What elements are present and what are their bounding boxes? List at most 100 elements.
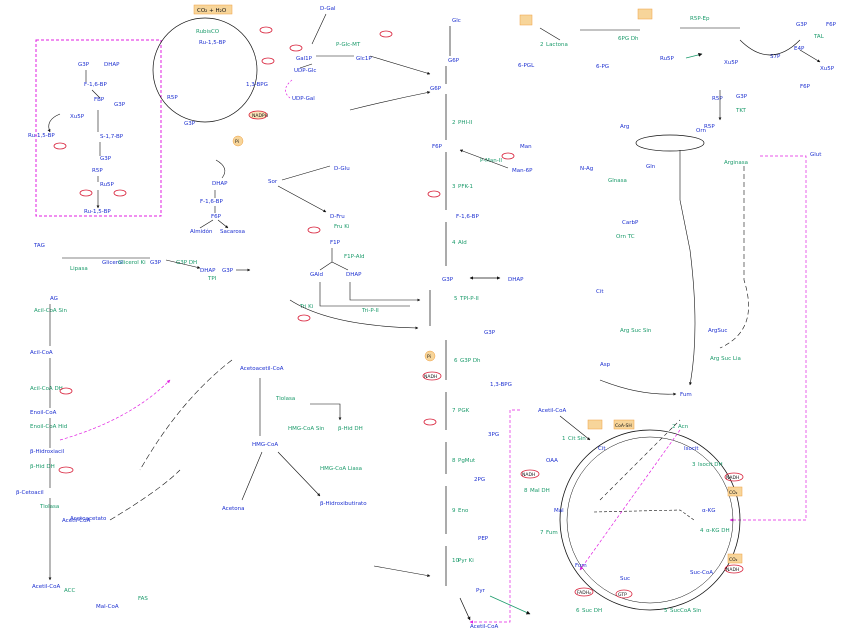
krebs-gtp — [615, 589, 633, 599]
ppp-starch: Almidón — [190, 228, 213, 235]
fa-nadh-1 — [58, 466, 74, 474]
urea-section: Arg Orn Gln Glnasa N-Ag CarbP Orn TC Cit… — [580, 124, 822, 522]
krebs-ring-inner — [566, 436, 734, 604]
krebs-acn: Acn — [678, 424, 689, 430]
oxidative-ppp-section: 2 Lactona 6-PGL 6PG Dh 6-PG Ru5P R5P-Ep … — [518, 8, 837, 130]
ppp-cycle: CO₂ + H₂O RubisCO Ru-1,5-BP R5P G3P 1,3-… — [152, 4, 275, 235]
man-atp — [501, 152, 515, 160]
calvin-r5p: R5P — [92, 168, 103, 174]
krebs-step-8: 8 — [524, 488, 528, 494]
urea-glnasa: Glnasa — [608, 178, 627, 184]
calvin-ru15bp: Ru-1,5-BP — [28, 133, 55, 139]
ket-acac: Acetoacetil-CoA — [240, 366, 284, 372]
krebs-oaa: OAA — [546, 458, 558, 464]
gly-step-9: 9 — [452, 508, 456, 514]
fa-glicerol: Glicerol — [102, 260, 123, 266]
urea-arg: Arg — [620, 124, 629, 130]
urea-argsucsin: Arg Suc Sin — [620, 328, 652, 334]
man-man6p: Man-6P — [512, 168, 533, 174]
urea-arginasa: Arginasa — [724, 160, 748, 166]
gly-nadh — [422, 371, 442, 381]
fru-gald: GAld — [310, 272, 323, 278]
gal-udpgal: UDP-Gal — [292, 96, 315, 102]
fru-atp — [307, 226, 321, 234]
calvin-atp-1 — [53, 142, 67, 150]
fa-gk: Glicerol Ki — [118, 260, 146, 266]
fatty-acid-section: TAG Lipasa Glicerol Glicerol Ki G3P G3P … — [16, 243, 234, 610]
krebs-acetyl: Acetil-CoA — [538, 408, 566, 414]
krebs-step-1: 1 — [562, 436, 566, 442]
fru-dhap: DHAP — [346, 272, 362, 278]
krebs-nadh-1-label: NADH — [726, 475, 739, 481]
ox-r5pep: R5P-Ep — [690, 16, 710, 22]
ketone-section: Acetoacetil-CoA Tiolasa HMG-CoA HMG-CoA … — [70, 359, 367, 522]
ox-6pg: 6-PG — [596, 64, 609, 70]
ox-6pgdh: 6PG Dh — [618, 36, 639, 42]
ppp-sucrose: Sacarosa — [220, 229, 245, 235]
gly-pgk: PGK — [458, 408, 470, 414]
gly-g6p: G6P — [430, 86, 442, 92]
fa-malonil: Mal-CoA — [96, 604, 119, 610]
gly-phi: PHI-II — [458, 120, 473, 126]
fa-acc: ACC — [64, 588, 76, 594]
ox-step-1: 2 — [540, 42, 544, 48]
urea-argsuc: ArgSuc — [708, 328, 727, 334]
calvin-xu5p: Xu5P — [70, 114, 85, 120]
ppp-nadph — [248, 110, 268, 120]
mannose-section: Man Man-6P P-Man-II — [459, 144, 533, 174]
gly-eno: Eno — [458, 508, 469, 514]
fru-f1p: F1P — [330, 240, 341, 246]
ppp-13bpg: 1,3-BPG — [246, 82, 268, 88]
calvin-ru5p: Ru5P — [100, 182, 115, 188]
calvin-g3p-3: G3P — [100, 156, 112, 162]
ox-e4p: E4P — [794, 46, 805, 52]
gal-gal1p: Gal1P — [296, 56, 313, 62]
gly-pi — [424, 350, 436, 362]
gly-tpi: TPI-P-II — [459, 296, 479, 302]
gly-g3p-2: G3P — [484, 330, 496, 336]
ox-co2-box — [637, 8, 653, 20]
gly-step-3: 3 — [452, 184, 456, 190]
krebs-mal: Mal — [554, 508, 564, 514]
fa-enoil-hid: Enoil-CoA Hid — [30, 424, 67, 430]
gly-step-8: 8 — [452, 458, 456, 464]
ppp-atp-1 — [259, 26, 273, 34]
gly-step-5: 5 — [454, 296, 458, 302]
gly-bpg: 1,3-BPG — [490, 382, 512, 388]
krebs-step-4: 4 — [700, 528, 704, 534]
glycolysis-section: Glc G6P G6P 2 PHI-II F6P 3 PFK-1 F-1,6-B… — [422, 18, 524, 630]
calvin-atp-2 — [79, 189, 93, 197]
fructose-section: Sor D-Glu D-Fru Fru Ki F1P F1P-Ald GAld … — [268, 165, 420, 322]
ppp-f6p: F6P — [211, 214, 222, 220]
calvin-cycle-ring — [152, 17, 258, 123]
fa-acetilcoa-2: Acetil-CoA — [32, 584, 60, 590]
krebs-h2o-box — [587, 419, 603, 430]
krebs-co2-1-label: CO₂ — [729, 490, 738, 496]
ox-nadp-box — [519, 14, 533, 26]
fa-enoilcoa: Enoil-CoA — [30, 410, 57, 416]
krebs-succoa: Suc-CoA — [690, 570, 713, 576]
krebs-akgdh: α-KG DH — [706, 528, 730, 534]
krebs-step-2: 2 — [672, 424, 676, 430]
fa-ag: AG — [50, 296, 58, 302]
urea-argsuclia: Arg Suc Lia — [710, 356, 741, 362]
calvin-f16bp: F-1,6-BP — [84, 82, 107, 88]
fa-tpi: TPI — [207, 276, 217, 282]
krebs-suc: Suc — [620, 576, 630, 582]
fru-dfru: D-Fru — [330, 214, 345, 220]
fa-tag: TAG — [33, 243, 45, 249]
ox-f6p: F6P — [826, 22, 837, 28]
krebs-cit: Cit — [598, 446, 606, 452]
urea-ring-top — [635, 134, 705, 152]
gly-step-4: 4 — [452, 240, 456, 246]
gly-pi-label: Pi — [427, 354, 431, 360]
ox-xu5p-2: Xu5P — [820, 66, 835, 72]
fru-dglu: D-Glu — [334, 166, 350, 172]
fa-fad-1 — [59, 387, 73, 395]
gly-pfk: PFK-1 — [458, 184, 473, 190]
urea-fum: Fum — [680, 392, 692, 398]
ppp-pi-label: Pi — [235, 139, 239, 145]
ppp-pi — [232, 135, 244, 147]
ket-hmg: HMG-CoA — [252, 442, 278, 448]
gly-g6p-top: G6P — [448, 58, 460, 64]
